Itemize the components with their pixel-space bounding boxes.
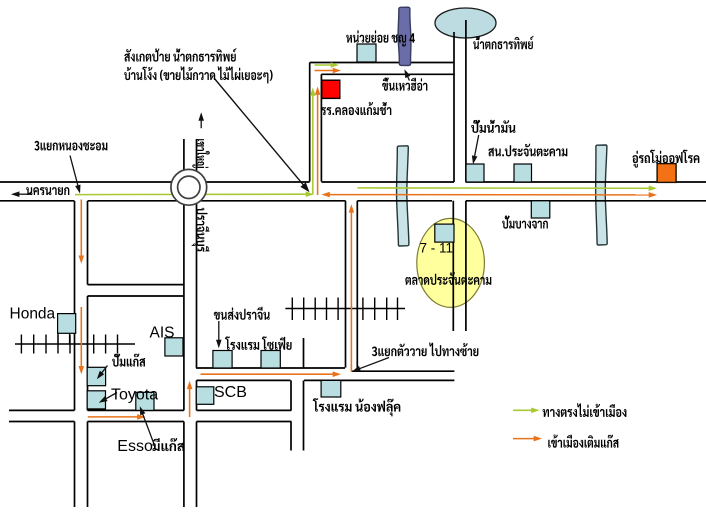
- svg-text:AIS: AIS: [150, 325, 175, 342]
- svg-text:SCB: SCB: [214, 384, 247, 401]
- svg-text:7 - 11: 7 - 11: [420, 241, 454, 256]
- svg-text:Honda: Honda: [10, 306, 56, 323]
- svg-text:Esso: Esso: [117, 438, 153, 455]
- svg-text:Toyota: Toyota: [111, 386, 158, 403]
